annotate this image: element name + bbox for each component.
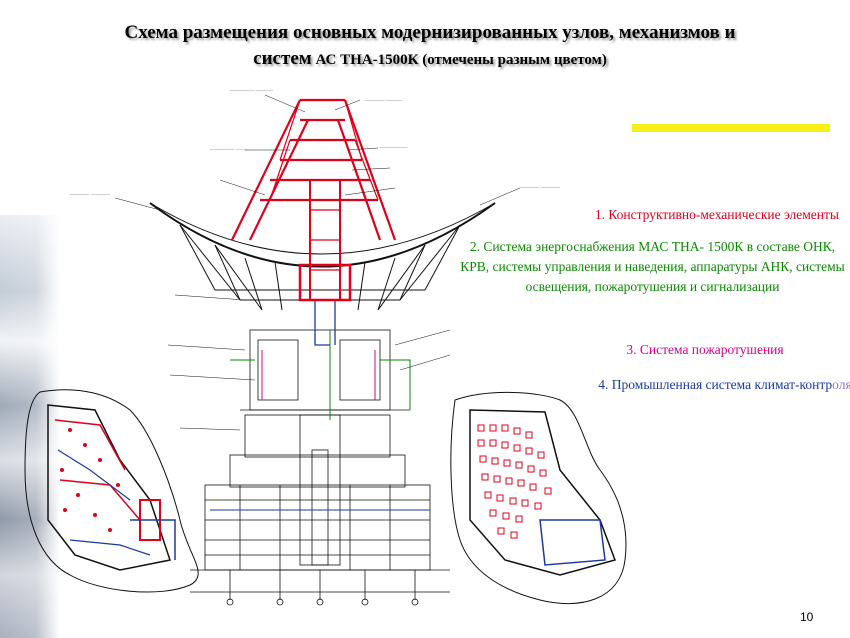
right-floor-plan <box>450 391 627 605</box>
schematic-label: __________ <box>380 143 408 149</box>
title-line-1: Схема размещения основных модернизирован… <box>124 22 736 43</box>
legend-item-fire: 3. Система пожаротушения <box>626 342 784 357</box>
right-plan-markers <box>477 424 552 539</box>
legend-item-mechanical: 1. Конструктивно-механические элементы <box>594 207 839 222</box>
background-fade <box>0 215 60 638</box>
power-lines <box>230 330 411 420</box>
highlight-bar <box>632 124 830 132</box>
leader-lines <box>114 94 521 431</box>
schematic-label: _______ ______ <box>365 96 403 102</box>
dish-reflector <box>149 202 496 311</box>
title-line-2-small: АС ТНА-1500К (отмечены разным цветом) <box>311 52 607 68</box>
page-title: Схема размещения основных модернизирован… <box>40 20 820 73</box>
title-line-2: систем АС ТНА-1500К (отмечены разным цве… <box>40 46 820 73</box>
left-floor-plan <box>24 389 199 593</box>
base-building <box>190 414 450 606</box>
title-line-2-big: систем <box>253 48 312 69</box>
legend-item-power: 2. Система энергоснабжения МАС ТНА- 1500… <box>460 239 845 294</box>
schematic-label: _______ _______ <box>520 183 561 189</box>
fire-lines <box>261 350 376 400</box>
central-column <box>240 329 410 566</box>
legend-item-climate: 4. Промышленная система климат-контроля <box>560 375 850 395</box>
climate-lines <box>210 300 430 511</box>
schematic-label: _________ ____ <box>210 145 248 151</box>
page-number: 10 <box>800 610 814 624</box>
left-plan-markers <box>60 428 120 532</box>
legend-item-climate-tail: оля <box>832 377 850 392</box>
legend-item-climate-main: 4. Промышленная система климат-контр <box>598 377 833 392</box>
schematic-label: _________ ______ <box>230 86 274 92</box>
mechanical-structure <box>231 98 397 302</box>
schematic-label: _______ _______ <box>70 190 111 196</box>
